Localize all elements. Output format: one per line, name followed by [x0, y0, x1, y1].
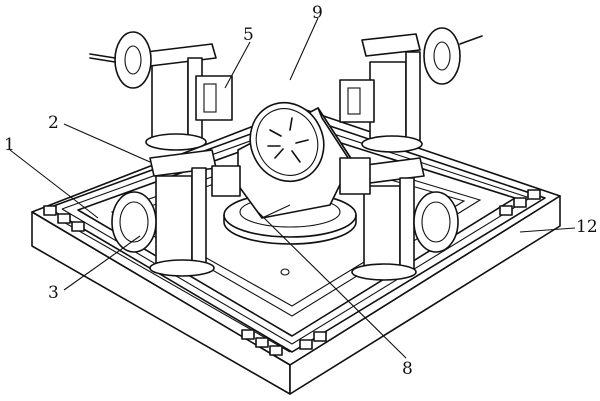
clamp-bracket-back-left: [195, 75, 233, 121]
hand-wheel-back-right: [423, 27, 483, 85]
hand-wheel-front-right: [413, 191, 459, 253]
hand-wheel-back-left: [89, 31, 152, 89]
callout-5: 5: [243, 25, 254, 45]
clamp-bracket-front-right: [339, 157, 371, 195]
clamp-bracket-back-right: [339, 79, 375, 123]
callouts: 1 2 3 5 8 9 12: [4, 3, 598, 379]
callout-9: 9: [312, 3, 323, 23]
center-hole: [280, 268, 290, 276]
hand-wheel-front-left: [111, 191, 157, 253]
leader-9: [289, 17, 319, 81]
callout-8: 8: [402, 359, 413, 379]
column-front-left: [149, 149, 217, 277]
leader-12: [519, 227, 576, 233]
face-plate: [249, 101, 325, 183]
clamp-bracket-front-left: [211, 165, 241, 197]
callout-12: 12: [576, 217, 598, 237]
leader-2: [63, 123, 151, 163]
slot-notches-right: [299, 189, 541, 350]
callout-1: 1: [4, 135, 15, 155]
leader-8: [257, 211, 407, 359]
callout-2: 2: [48, 113, 59, 133]
leader-lines: [9, 17, 576, 359]
leader-3: [63, 235, 141, 291]
column-back-right: [361, 33, 423, 153]
column-front-right: [351, 157, 425, 281]
leader-1: [9, 149, 99, 219]
leader-5: [224, 41, 251, 89]
callout-3: 3: [48, 283, 59, 303]
slot-notches-left: [43, 205, 283, 356]
